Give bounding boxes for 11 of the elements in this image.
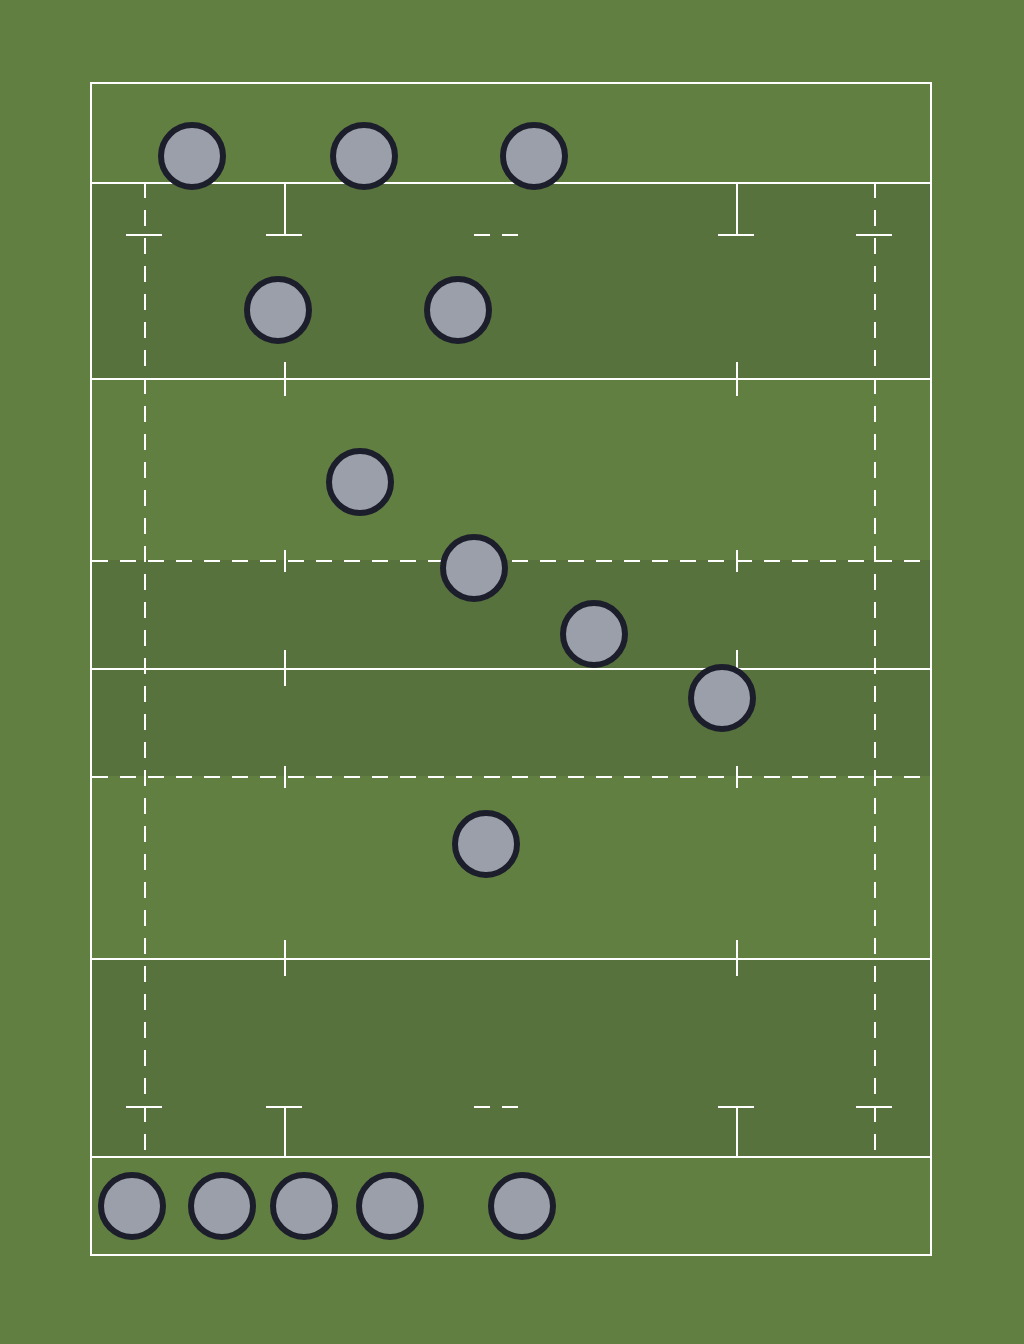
player-marker [452,810,520,878]
player-marker [488,1172,556,1240]
player-marker [356,1172,424,1240]
player-marker [158,122,226,190]
player-marker [500,122,568,190]
player-marker [188,1172,256,1240]
player-marker [440,534,508,602]
player-marker [98,1172,166,1240]
player-marker [330,122,398,190]
player-marker [270,1172,338,1240]
player-marker [326,448,394,516]
